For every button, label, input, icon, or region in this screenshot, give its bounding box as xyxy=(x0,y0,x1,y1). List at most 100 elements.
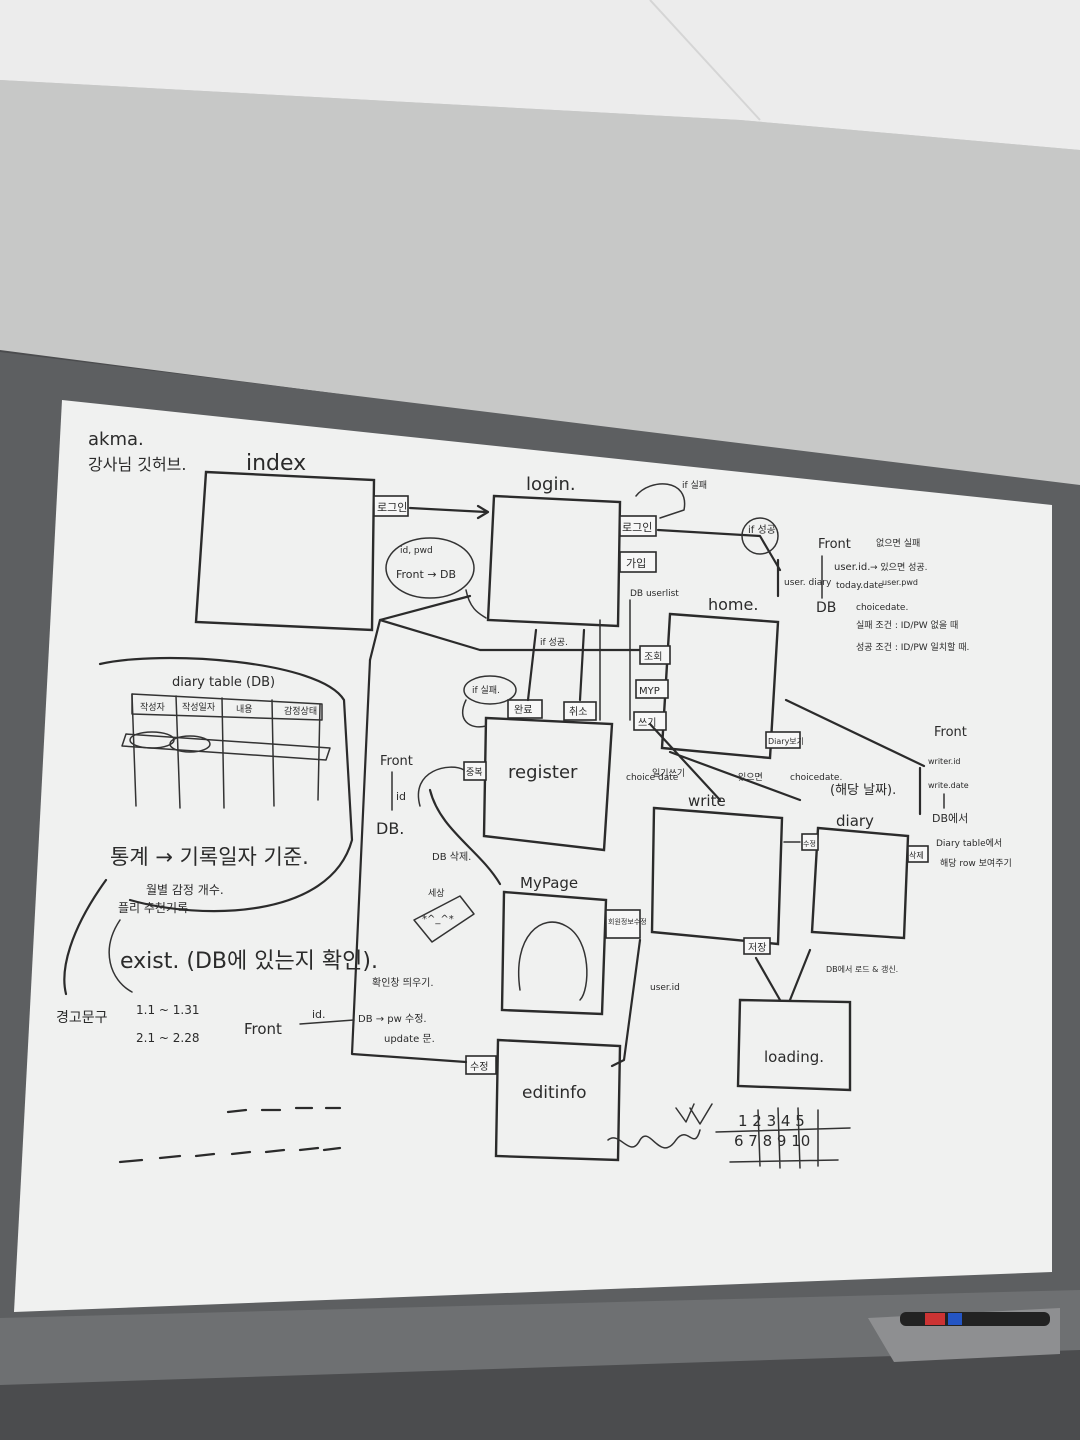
ceiling-seam xyxy=(649,0,761,121)
login-login-label: 로그인 xyxy=(622,521,652,534)
note-row-show: 해당 row 보여주기 xyxy=(940,857,1012,869)
register-arrows-up xyxy=(526,628,586,702)
note-date-next: (해당 날짜). xyxy=(830,783,896,798)
diary-tab-right xyxy=(907,845,929,863)
arrow-bubble xyxy=(465,589,487,619)
index-login-label: 로그인 xyxy=(377,501,407,514)
note-diary-table: Diary table에서 xyxy=(936,838,1002,849)
calendar-row2: 6 7 8 9 10 xyxy=(734,1132,810,1150)
register-cancel-btn xyxy=(563,701,597,721)
arrows-to-index xyxy=(368,594,642,662)
diary-tab-right-label: 삭제 xyxy=(909,850,924,860)
diary-tab-left-label: 수정 xyxy=(803,839,816,848)
note-db-userlist: DB userlist xyxy=(630,589,679,599)
note-emoji: *^_^* xyxy=(422,914,454,925)
note-withdraw: 세상 xyxy=(428,888,445,899)
note-front-mid: Front xyxy=(380,754,413,769)
register-check-label: 중복 xyxy=(466,767,483,778)
login-if-fail: if 실패 xyxy=(682,480,707,491)
note-db-loading: DB에서 로드 & 갱신. xyxy=(826,964,898,974)
home-title: home. xyxy=(708,595,758,614)
arrow-register-mypage xyxy=(428,788,502,886)
board-surface xyxy=(14,400,1052,1312)
diary-tab-left xyxy=(801,833,819,851)
editinfo-title: editinfo xyxy=(522,1083,587,1103)
row-oval-2 xyxy=(169,735,211,753)
note-recommend: 플리 추천기록 xyxy=(118,900,188,915)
note-write-mode: 일기쓰기 xyxy=(652,768,685,779)
marker-red xyxy=(925,1313,945,1325)
write-box xyxy=(650,806,784,946)
arrows-to-loading xyxy=(754,948,812,1002)
wall xyxy=(0,80,1080,490)
scribble xyxy=(607,1103,713,1149)
note-db-right: DB xyxy=(816,600,836,616)
note-confirm: 확인창 띄우기. xyxy=(372,977,434,989)
arrow-stats-warning xyxy=(63,878,108,996)
home-tab-diary xyxy=(765,731,801,749)
home-tab-write xyxy=(633,711,667,731)
mypage-tab-label: 회원정보수정 xyxy=(608,917,647,926)
arrow-home-right xyxy=(784,698,926,816)
note-user-diary: user. diary xyxy=(784,578,832,588)
note-write-date: write.date xyxy=(928,781,969,790)
arrow-login-success xyxy=(656,528,782,572)
home-box xyxy=(660,612,780,760)
arrows-home-write xyxy=(648,722,802,802)
diary-title: diary xyxy=(836,812,874,830)
note-writer-id: writer.id xyxy=(928,757,961,766)
note-if-success-small: if 성공. xyxy=(540,637,568,648)
note-db-mid: DB. xyxy=(376,819,404,838)
note-user-id: user.id xyxy=(650,983,680,993)
note-front-r2: Front xyxy=(934,725,967,740)
note-yes-success: → 있으면 성공. xyxy=(870,561,928,573)
note-db-delete: DB 삭제. xyxy=(432,851,471,863)
mypage-box xyxy=(500,890,608,1016)
register-check-btn xyxy=(463,761,487,781)
note-choice-date: choice date xyxy=(626,773,679,783)
register-done-btn xyxy=(507,699,543,719)
loop-if-fail xyxy=(635,483,686,519)
diary-col-2: 작성일자 xyxy=(182,702,216,713)
home-tab-myp xyxy=(635,679,669,699)
register-box xyxy=(482,716,614,852)
arrow-front-db-bottom xyxy=(299,1019,355,1025)
register-done-label: 완료 xyxy=(514,704,532,716)
header-line1: akma. xyxy=(88,429,144,450)
write-save-tab xyxy=(743,937,771,955)
diary-box xyxy=(810,826,910,940)
diary-col-1: 작성자 xyxy=(140,702,166,713)
home-tab-view xyxy=(639,645,671,665)
arrow-index-login xyxy=(408,504,490,520)
diary-col-3: 내용 xyxy=(236,704,253,715)
calendar-row1: 1 2 3 4 5 xyxy=(738,1112,805,1130)
login-login-tab xyxy=(619,515,657,537)
diary-table-outline xyxy=(98,656,354,913)
loading-box xyxy=(736,998,852,1092)
index-box xyxy=(194,470,376,632)
dash-line-1 xyxy=(226,1106,342,1114)
note-stats: 통계 → 기록일자 기준. xyxy=(110,845,309,869)
login-join-label: 가입 xyxy=(626,557,646,570)
diary-col-4: 감정상태 xyxy=(284,705,317,717)
calendar-grid xyxy=(715,1107,851,1169)
note-db-pw: DB → pw 수정. xyxy=(358,1013,427,1025)
note-id-lbl: id. xyxy=(312,1008,326,1021)
header-line2: 강사님 깃허브. xyxy=(88,455,187,474)
ceiling xyxy=(0,0,1080,150)
note-date1: 1.1 ~ 1.31 xyxy=(136,1003,200,1017)
register-note-fail: if 실패. xyxy=(472,685,500,696)
mypage-avatar-shape xyxy=(517,921,588,1001)
note-id-mid: id xyxy=(396,790,406,803)
marker-blue xyxy=(948,1313,962,1325)
register-fail-loop xyxy=(461,699,487,728)
note-choicedate1: choicedate. xyxy=(856,603,908,613)
index-login-tab xyxy=(373,495,409,517)
mypage-tab xyxy=(605,909,641,939)
diary-table-title: diary table (DB) xyxy=(172,675,275,690)
login-box xyxy=(486,494,622,628)
note-choicedate2: choicedate. xyxy=(790,773,842,783)
mypage-title: MyPage xyxy=(520,874,578,892)
index-title: index xyxy=(246,451,306,476)
